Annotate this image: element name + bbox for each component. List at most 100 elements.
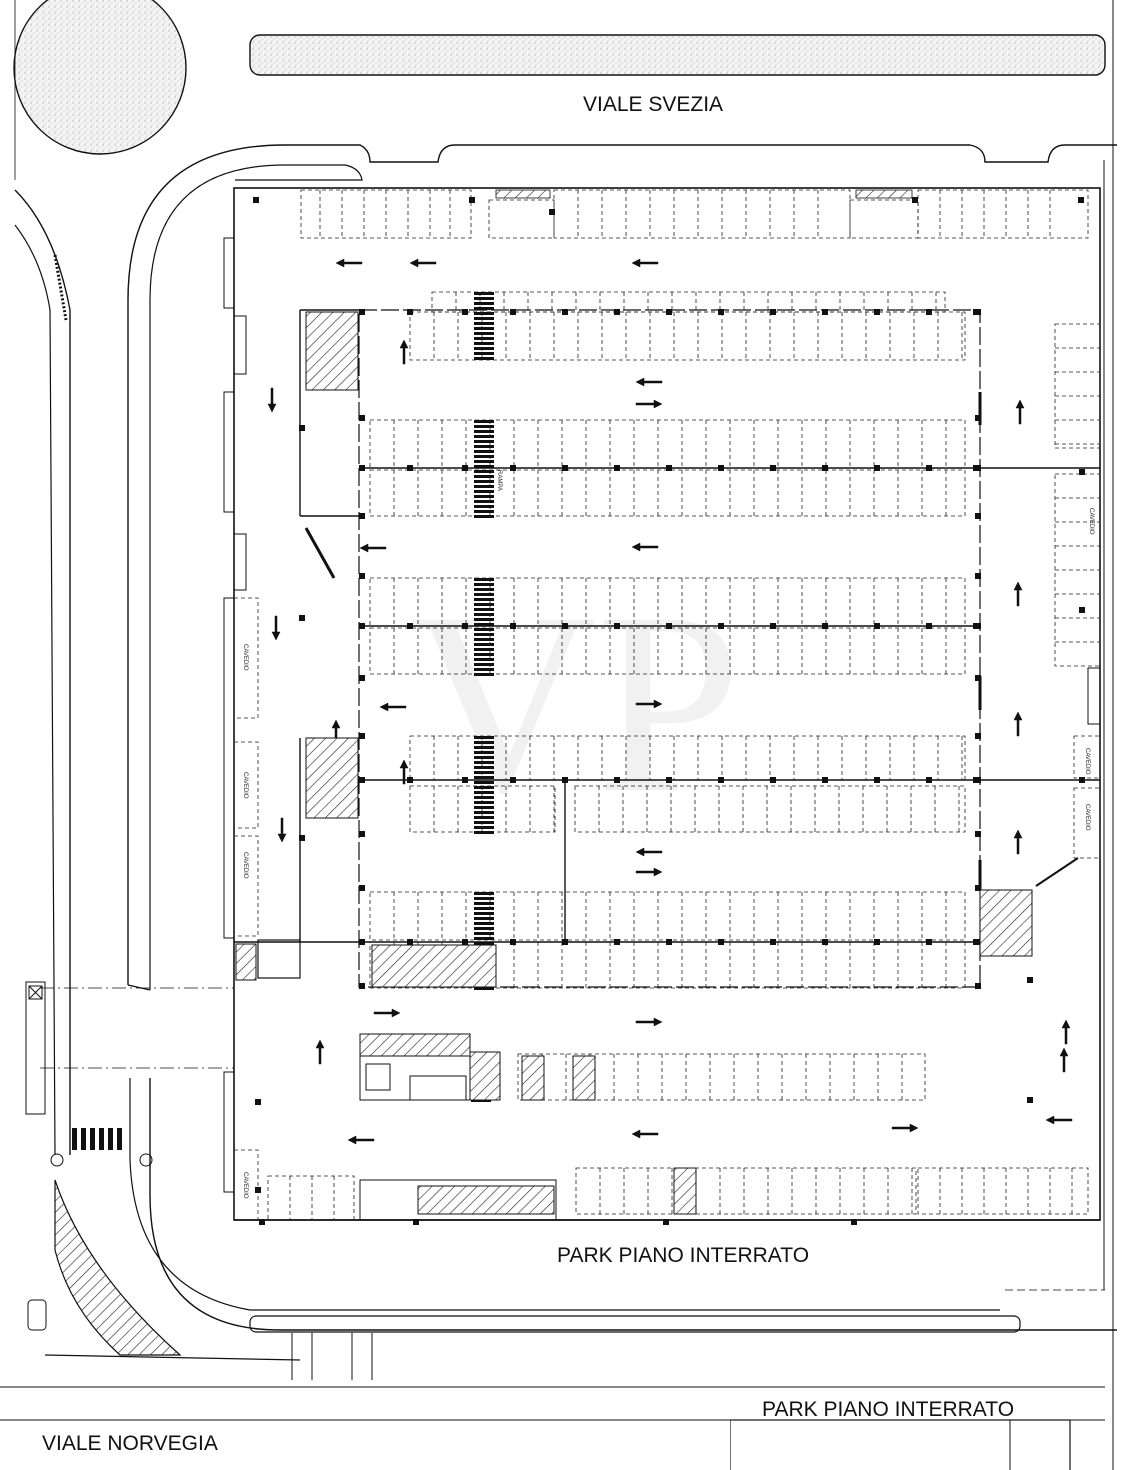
structural-column	[1079, 469, 1085, 475]
zebra-stripe	[474, 623, 494, 626]
structural-column	[975, 675, 981, 681]
direction-arrow	[379, 702, 407, 712]
ramp-hatch-sw	[54, 1179, 182, 1356]
direction-arrow	[635, 399, 663, 409]
structural-column	[407, 309, 413, 315]
zebra-stripe	[474, 766, 494, 769]
structural-column	[253, 197, 259, 203]
zebra-stripe	[474, 292, 494, 295]
zebra-stripe	[474, 425, 494, 428]
ramp-e	[979, 889, 1033, 957]
direction-arrow	[277, 817, 287, 843]
arrow-shape	[373, 1008, 401, 1018]
cavedio-label: CAVEDIO	[1088, 508, 1094, 535]
zebra-stripe	[474, 776, 494, 779]
zebra-stripe	[474, 322, 494, 325]
structural-column	[462, 309, 468, 315]
arrow-shape	[1013, 829, 1023, 855]
direction-arrow	[635, 377, 663, 387]
arrow-shape	[1013, 711, 1023, 737]
direction-arrow	[635, 847, 663, 857]
structural-column	[1078, 197, 1084, 203]
direction-arrow	[635, 867, 663, 877]
arrow-shape	[347, 1135, 375, 1145]
arrow-shape	[359, 543, 387, 553]
wall-segment	[1035, 857, 1079, 887]
zebra-stripe	[474, 352, 494, 355]
zebra-stripe	[474, 643, 494, 646]
median-strip	[249, 34, 1106, 76]
zebra-stripe	[474, 593, 494, 596]
ramp-nw	[305, 311, 359, 391]
zebra-stripe	[474, 475, 494, 478]
parking-row	[574, 785, 966, 833]
zebra-stripe	[474, 357, 494, 360]
structural-column	[1027, 1097, 1033, 1103]
arrow-shape	[379, 702, 407, 712]
zebra-stripe	[474, 588, 494, 591]
zebra-stripe	[474, 347, 494, 350]
ramp-w	[305, 737, 359, 819]
zebra-stripe	[474, 791, 494, 794]
zebra-stripe	[474, 673, 494, 676]
arrow-shape	[635, 1017, 663, 1027]
title-block-title: PARK PIANO INTERRATO	[762, 1398, 1015, 1421]
structural-column	[413, 1219, 419, 1225]
zebra-stripe	[474, 663, 494, 666]
direction-arrow	[271, 615, 281, 641]
cavedio-label: CAVEDIO	[242, 1172, 248, 1199]
zebra-stripe	[474, 761, 494, 764]
direction-arrow	[1013, 829, 1023, 855]
arrow-shape	[277, 817, 287, 843]
structural-column	[469, 197, 475, 203]
parking-row	[369, 469, 966, 517]
structural-column	[562, 309, 568, 315]
zebra-stripe	[474, 613, 494, 616]
direction-arrow	[635, 699, 663, 709]
arrow-shape	[409, 258, 437, 268]
cavedio-label: CAVEDIO	[242, 644, 248, 671]
zebra-stripe	[474, 756, 494, 759]
zebra-stripe	[474, 937, 494, 940]
zebra-stripe	[474, 598, 494, 601]
cavedio-label: CAVEDIO	[1084, 748, 1090, 775]
structural-column	[299, 615, 305, 621]
structural-column	[299, 835, 305, 841]
direction-arrow	[335, 258, 363, 268]
zebra-stripe	[474, 942, 494, 945]
south-curb	[149, 1078, 1117, 1331]
structural-column	[975, 415, 981, 421]
zebra-stripe	[474, 327, 494, 330]
structural-column	[359, 885, 365, 891]
arrow-shape	[315, 1039, 325, 1065]
direction-arrow	[347, 1135, 375, 1145]
zebra-stripe	[474, 932, 494, 935]
arrow-shape	[631, 258, 659, 268]
zebra-stripe	[474, 470, 494, 473]
arrow-shape	[891, 1123, 919, 1133]
stair-core	[359, 1033, 557, 1221]
zebra-stripe	[474, 628, 494, 631]
structural-column	[359, 573, 365, 579]
zebra-stripe	[474, 435, 494, 438]
direction-arrow	[373, 1008, 401, 1018]
structural-column	[975, 733, 981, 739]
direction-arrow	[399, 339, 409, 365]
direction-arrow	[1013, 711, 1023, 737]
zebra-stripe	[474, 312, 494, 315]
cavedio-label: CAVEDIO	[1084, 804, 1090, 831]
structural-column	[822, 309, 828, 315]
arrow-shape	[267, 387, 277, 413]
arrow-shape	[631, 542, 659, 552]
zebra-stripe	[474, 578, 494, 581]
direction-arrow	[631, 1129, 659, 1139]
ramp-label: RAMPA	[496, 470, 502, 491]
direction-arrow	[399, 759, 409, 785]
arrow-shape	[635, 399, 663, 409]
structural-column	[359, 415, 365, 421]
zebra-stripe	[474, 653, 494, 656]
parking-row	[369, 891, 966, 941]
arrow-shape	[399, 759, 409, 785]
zebra-stripe	[474, 603, 494, 606]
